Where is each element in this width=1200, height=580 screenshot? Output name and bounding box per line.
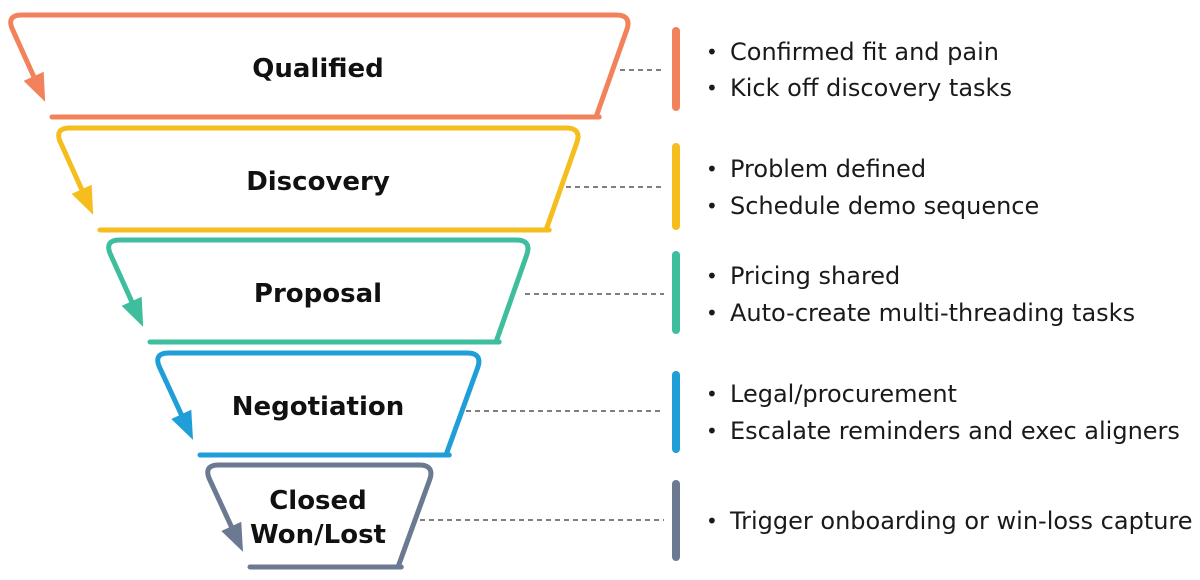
stage-label: Closed <box>269 486 367 516</box>
funnel-band-discovery <box>56 125 581 233</box>
bullet-dot-icon: • <box>706 419 718 443</box>
stage-label: Discovery <box>246 167 390 197</box>
stage-qualified: Qualified • Confirmed fit and pain • Kick of… <box>8 12 1012 120</box>
funnel-band-qualified <box>8 12 631 120</box>
stage-bullet-text: Trigger onboarding or win-loss capture <box>729 507 1193 535</box>
stage-bullet-text: Legal/procurement <box>730 380 957 408</box>
bullet-dot-icon: • <box>706 76 718 100</box>
arrowhead-icon <box>23 71 46 102</box>
stage-negotiation: Negotiation • Legal/procurement • Escalate r… <box>155 350 1180 458</box>
bullet-dot-icon: • <box>706 194 718 218</box>
stage-bullet-text: Escalate reminders and exec aligners <box>730 417 1180 445</box>
funnel-band-closed <box>205 462 434 570</box>
arrowhead-icon <box>221 521 244 552</box>
stage-bullet-text: Pricing shared <box>730 262 900 290</box>
bullet-dot-icon: • <box>706 40 718 64</box>
stage-bullet-text: Problem defined <box>730 155 926 183</box>
funnel-band-negotiation <box>155 350 482 458</box>
stage-label: Qualified <box>252 54 384 84</box>
arrowhead-icon <box>171 409 194 440</box>
stage-discovery: Discovery • Problem defined • Schedule demo … <box>56 125 1039 233</box>
stage-bullet-text: Confirmed fit and pain <box>730 38 999 66</box>
bullet-dot-icon: • <box>706 301 718 325</box>
stage-label: Won/Lost <box>250 520 386 550</box>
stage-bullet-text: Kick off discovery tasks <box>730 74 1012 102</box>
stage-proposal: Proposal • Pricing shared • Auto-create mult… <box>106 237 1135 345</box>
stage-label: Proposal <box>254 279 382 309</box>
bullet-dot-icon: • <box>706 264 718 288</box>
stage-bullet-text: Schedule demo sequence <box>730 192 1039 220</box>
arrowhead-icon <box>121 296 144 327</box>
stage-bullet-text: Auto-create multi-threading tasks <box>730 299 1135 327</box>
arrowhead-icon <box>71 184 94 215</box>
funnel-band-proposal <box>106 237 531 345</box>
stage-label: Negotiation <box>232 392 404 422</box>
bullet-dot-icon: • <box>706 509 718 533</box>
bullet-dot-icon: • <box>706 157 718 181</box>
bullet-dot-icon: • <box>706 382 718 406</box>
